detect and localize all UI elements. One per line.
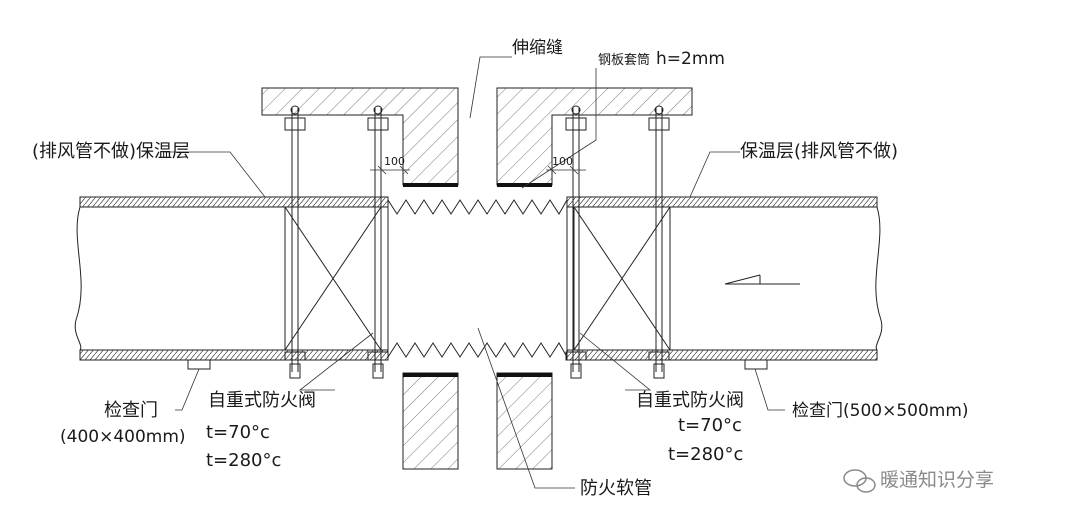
dimension-left-label: 100 <box>384 155 405 168</box>
fire-damper-left <box>284 206 382 351</box>
fire-damper-left-label: 自重式防火阀 <box>208 390 316 411</box>
wall-right-lower <box>496 372 553 470</box>
fire-flex-pipe <box>387 199 568 358</box>
temp-280-left-label: t=280°c <box>206 450 281 471</box>
fire-damper-right-label: 自重式防火阀 <box>636 390 744 411</box>
access-door-right-shape <box>744 359 768 370</box>
fire-flex-pipe-label: 防火软管 <box>580 478 652 499</box>
temp-280-right-label: t=280°c <box>668 444 743 465</box>
dimension-left <box>370 165 410 175</box>
fire-damper-right <box>573 206 671 351</box>
access-door-left-size-label: (400×400mm) <box>60 427 186 447</box>
access-door-right-label: 检查门(500×500mm) <box>792 401 969 421</box>
flow-direction-arrow <box>724 274 800 285</box>
duct-break-left <box>74 206 82 351</box>
wechat-icon <box>843 469 876 493</box>
watermark-label: 暖通知识分享 <box>880 469 994 491</box>
duct-insulation-top <box>79 196 878 208</box>
wall-left-upper <box>261 87 459 186</box>
leader-lines <box>165 56 785 489</box>
wall-left-lower <box>402 372 459 470</box>
temp-70-right-label: t=70°c <box>678 415 742 436</box>
expansion-joint-label: 伸缩缝 <box>512 38 563 58</box>
dimension-right-label: 100 <box>552 155 573 168</box>
access-door-left-label: 检查门 <box>104 400 158 421</box>
duct-insulation-bottom <box>79 349 878 361</box>
access-door-left-shape <box>187 359 211 370</box>
steel-sleeve-thickness-label: h=2mm <box>656 49 725 69</box>
insulation-left-label: (排风管不做)保温层 <box>32 141 190 162</box>
temp-70-left-label: t=70°c <box>206 422 270 443</box>
hanger-rods <box>284 105 670 379</box>
duct-break-right <box>875 206 883 351</box>
dimension-right <box>546 165 586 175</box>
insulation-right-label: 保温层(排风管不做) <box>740 141 898 162</box>
wall-right-upper <box>496 87 693 186</box>
steel-sleeve-label: 钢板套筒 <box>598 52 650 68</box>
